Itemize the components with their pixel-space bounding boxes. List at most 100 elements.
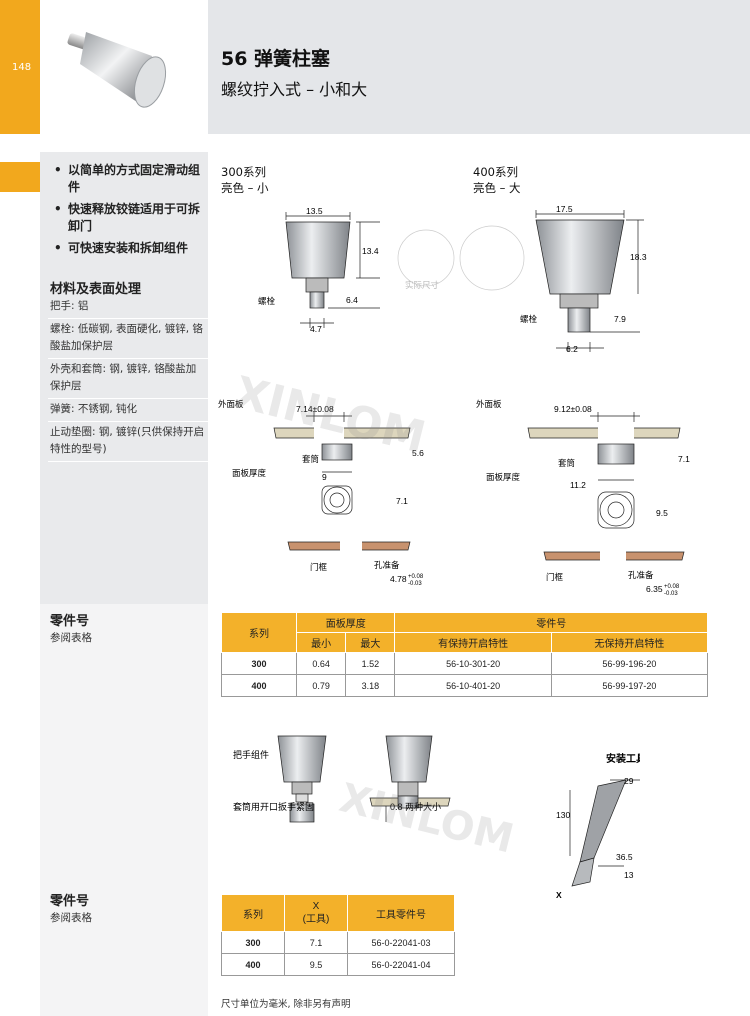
dim-tool-13: 13	[624, 870, 634, 880]
technical-drawings: 13.5 13.4 6.4 4.7 螺栓 17.5 18.3 7.9 6.2 螺…	[218, 204, 690, 597]
dim-300-sleeve-h: 5.6	[412, 448, 424, 458]
cell-series: 400	[221, 674, 297, 697]
page-subtitle: 螺纹拧入式 – 小和大	[221, 80, 368, 99]
cell-without: 56-99-196-20	[550, 652, 709, 675]
label-300-sleeve: 套筒	[302, 454, 319, 464]
dim-300-nut: 7.1	[396, 496, 408, 506]
cell-with: 56-10-401-20	[394, 674, 552, 697]
label-300-frame: 门框	[310, 562, 328, 572]
label-handle: 把手组件	[233, 749, 269, 760]
label-400-sleeve: 套筒	[558, 458, 575, 468]
th-part: 零件号	[394, 612, 708, 633]
cell-with: 56-10-301-20	[394, 652, 552, 675]
series-300-heading: 300系列 亮色 – 小	[221, 164, 269, 196]
materials-list: 把手: 铝 螺栓: 低碳钢, 表面硬化, 镀锌, 铬酸盐加保护层 外壳和套筒: …	[48, 296, 208, 462]
th-x: X	[312, 901, 320, 912]
hole-400-value: 6.35	[646, 584, 663, 594]
dim-300-bolt-dia: 4.7	[310, 324, 322, 334]
cell-series: 300	[221, 652, 297, 675]
label-sleeve-tighten: 套筒用开口扳手紧固	[233, 801, 314, 812]
table-row: 300 0.64 1.52 56-10-301-20 56-99-196-20	[221, 652, 709, 675]
hole-300-tol-plus: +0.08	[408, 574, 424, 580]
page-number: 148	[12, 62, 32, 73]
dim-400-sleeve-w: 11.2	[570, 480, 586, 490]
hole-300-tol-minus: -0.03	[408, 581, 422, 587]
th-tool: 工具零件号	[347, 894, 455, 932]
dim-400-nut: 9.5	[656, 508, 668, 518]
cell-min: 0.79	[295, 674, 347, 697]
material-item: 弹簧: 不锈钢, 钝化	[48, 399, 208, 422]
dim-400-bolt-dia: 6.2	[566, 344, 578, 354]
tool-table: 系列 X (工具) 工具零件号 300 7.1 56-0-22041-03 40…	[221, 894, 455, 976]
cell-min: 0.64	[295, 652, 347, 675]
label-300-thickness: 面板厚度	[232, 468, 267, 478]
th-with-hold: 有保持开启特性	[394, 632, 552, 653]
dim-400-sleeve-h: 7.1	[678, 454, 690, 464]
dim-300-width: 13.5	[306, 206, 323, 216]
th-min: 最小	[295, 632, 347, 653]
plunger-photo	[67, 32, 167, 108]
cell-without: 56-99-197-20	[550, 674, 709, 697]
dim-300-panel: 7.14±0.08	[296, 404, 334, 414]
dim-300-bolt-len: 6.4	[346, 295, 358, 305]
dim-300-height: 13.4	[362, 246, 379, 256]
page-title: 56 弹簧柱塞	[221, 48, 331, 70]
th-thickness: 面板厚度	[295, 612, 396, 633]
cell-x: 9.5	[284, 953, 348, 976]
table-row: 400 0.79 3.18 56-10-401-20 56-99-197-20	[221, 674, 709, 697]
series-300-name: 300系列	[221, 165, 266, 179]
table-row: 400 9.5 56-0-22041-04	[221, 953, 455, 976]
feature-item: 可快速安装和拆卸组件	[54, 240, 208, 257]
cell-series: 400	[221, 953, 285, 976]
cell-series: 300	[221, 931, 285, 954]
cell-max: 1.52	[345, 652, 396, 675]
dim-400-bolt-len: 7.9	[614, 314, 626, 324]
dim-400-height: 18.3	[630, 252, 647, 262]
label-400-panel: 外面板	[476, 399, 502, 409]
cell-tool: 56-0-22041-03	[347, 931, 455, 954]
tool-title: 安装工具	[606, 752, 640, 765]
label-400-bolt: 螺栓	[520, 314, 538, 324]
dim-tool-365: 36.5	[616, 852, 633, 862]
th-series-2: 系列	[221, 894, 285, 932]
dim-tool-x: X	[556, 890, 562, 900]
dim-400-panel: 9.12±0.08	[554, 404, 592, 414]
parts-table: 系列 面板厚度 零件号 最小 最大 有保持开启特性 无保持开启特性 300 0.…	[221, 612, 709, 697]
material-item: 螺栓: 低碳钢, 表面硬化, 镀锌, 铬酸盐加保护层	[48, 319, 208, 359]
feature-item: 快速释放铰链适用于可拆卸门	[54, 201, 208, 235]
hole-400-tol-minus: -0.03	[664, 591, 678, 597]
label-400-hole: 孔准备	[628, 570, 654, 580]
cell-max: 3.18	[345, 674, 396, 697]
feature-item: 以简单的方式固定滑动组件	[54, 162, 208, 196]
dim-300-sleeve-w: 9	[322, 472, 327, 482]
dim-tool-29: 29	[624, 776, 634, 786]
accent-tab	[0, 162, 40, 192]
hole-300-value: 4.78	[390, 574, 407, 584]
install-drawing: 把手组件 套筒用开口扳手紧固 0.8 两种大小 安装工具 29 130 36.5…	[233, 735, 640, 900]
parts-title: 零件号	[50, 614, 90, 629]
label-300-hole: 孔准备	[374, 560, 400, 570]
series-300-finish: 亮色 – 小	[221, 181, 269, 195]
series-400-finish: 亮色 – 大	[473, 181, 521, 195]
feature-list: 以简单的方式固定滑动组件 快速释放铰链适用于可拆卸门 可快速安装和拆卸组件	[54, 162, 208, 262]
label-400-frame: 门框	[546, 572, 564, 582]
side-panel-lower	[40, 604, 208, 1016]
label-300-bolt: 螺栓	[258, 296, 276, 306]
th-max: 最大	[345, 632, 396, 653]
label-300-panel: 外面板	[218, 399, 244, 409]
parts-title-2: 零件号	[50, 894, 90, 909]
watermark-text-2: XINLOM	[335, 775, 518, 862]
parts-sub-2: 参阅表格	[50, 912, 92, 924]
hole-400-tol-plus: +0.08	[664, 584, 680, 590]
materials-title: 材料及表面处理	[50, 282, 142, 297]
series-400-name: 400系列	[473, 165, 518, 179]
th-x-sub: (工具)	[302, 914, 330, 925]
th-series: 系列	[221, 612, 297, 653]
material-item: 外壳和套筒: 钢, 镀锌, 铬酸盐加保护层	[48, 359, 208, 399]
footer-note: 尺寸单位为毫米, 除非另有声明	[221, 999, 351, 1010]
actual-size-label: 实际尺寸	[405, 280, 440, 290]
material-item: 把手: 铝	[48, 296, 208, 319]
table-row: 300 7.1 56-0-22041-03	[221, 931, 455, 954]
th-without-hold: 无保持开启特性	[550, 632, 709, 653]
product-photo-area	[40, 0, 208, 134]
